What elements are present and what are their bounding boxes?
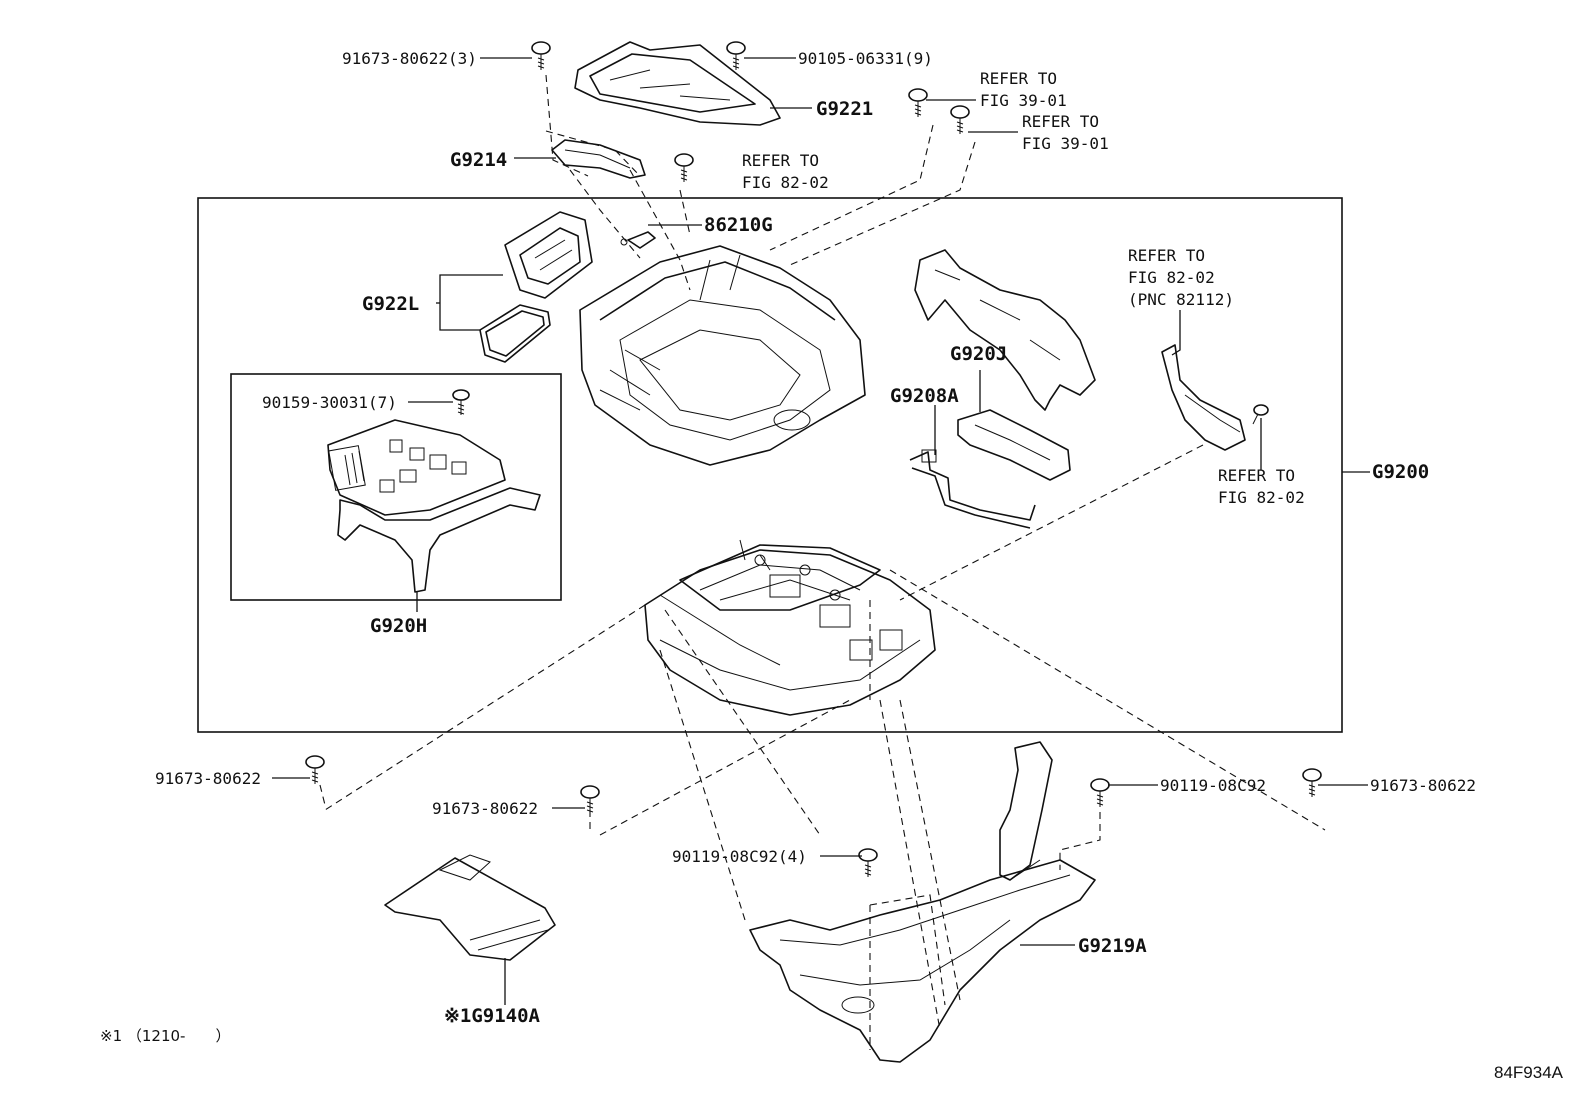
circuit-board-icon-g920h: [327, 419, 541, 593]
label-90119-08c92-4[interactable]: 90119-08C92(4): [672, 847, 807, 866]
refer-fig-82-02-a-line2[interactable]: FIG 82-02: [742, 173, 829, 192]
refer-fig-39-01-b-line2[interactable]: FIG 39-01: [1022, 134, 1109, 153]
cover-icon-g9221: [574, 41, 781, 126]
label-g9221[interactable]: G9221: [816, 98, 873, 120]
label-90159-30031-7[interactable]: 90159-30031(7): [262, 393, 397, 412]
bolt-icon-refer-82a: [674, 153, 694, 182]
label-91673-80622-mid[interactable]: 91673-80622: [432, 799, 538, 818]
labels: 91673-80622(3) 90105-06331(9) G9221 REFE…: [100, 49, 1564, 1082]
bolt-icon-bottom-left: [305, 755, 325, 784]
bracket-icon-g920j-lower: [957, 409, 1071, 481]
refer-fig-82-02-b-line3: (PNC 82112): [1128, 290, 1234, 309]
bolt-icon-90119-right: [1090, 778, 1110, 807]
diagram-code: 84F934A: [1494, 1063, 1564, 1082]
cover-icon-g922l: [504, 211, 593, 299]
label-g9214[interactable]: G9214: [450, 149, 507, 171]
bracket-icon-g9214: [551, 139, 646, 179]
g920h-sub-frame: [230, 373, 562, 601]
bolt-icon-bottom-mid: [580, 785, 600, 814]
bolt-icon-90119-4: [858, 848, 878, 877]
label-g9200[interactable]: G9200: [1372, 461, 1429, 483]
alignment-lines: [319, 74, 1326, 1050]
bolt-icon-refer-39a: [908, 88, 928, 117]
label-90119-08c92[interactable]: 90119-08C92: [1160, 776, 1266, 795]
bolt-icon-top-left: [531, 41, 551, 70]
bolt-icon-refer-82c: [1252, 404, 1269, 425]
wire-harness-icon-g9208a: [909, 449, 1036, 529]
refer-fig-82-02-b-line2[interactable]: FIG 82-02: [1128, 268, 1215, 287]
gasket-icon-g922l: [479, 304, 551, 363]
leader-lines: [272, 57, 1370, 1005]
label-g920h[interactable]: G920H: [370, 615, 427, 637]
inverter-assembly-icon-upper: [579, 245, 866, 466]
label-g922l[interactable]: G922L: [362, 293, 419, 315]
bracket-icon-g920j-upper: [914, 249, 1096, 411]
footnote: ※1 （1210- ）: [100, 1027, 230, 1045]
bolt-icon-refer-39b: [950, 105, 970, 134]
label-91673-80622-3[interactable]: 91673-80622(3): [342, 49, 477, 68]
bolt-icon-top-center: [726, 41, 746, 70]
refer-fig-39-01-a-line2[interactable]: FIG 39-01: [980, 91, 1067, 110]
connector-icon-86210g: [620, 231, 656, 249]
label-g9219a[interactable]: G9219A: [1078, 935, 1147, 957]
label-90105-06331-9[interactable]: 90105-06331(9): [798, 49, 933, 68]
bolt-icon: [305, 41, 1322, 877]
g9200-assembly-frame: [197, 197, 1343, 733]
label-g9208a[interactable]: G9208A: [890, 385, 959, 407]
inverter-assembly-icon-lower: [644, 539, 936, 716]
refer-fig-82-02-c-line1: REFER TO: [1218, 466, 1295, 485]
refer-fig-82-02-a-line1: REFER TO: [742, 151, 819, 170]
sensor-icon-82112: [1161, 344, 1246, 451]
label-g9140a[interactable]: ※1G9140A: [444, 1005, 541, 1027]
bracket-icon-g9219a: [749, 741, 1096, 1063]
bolt-icon-bottom-right: [1302, 768, 1322, 797]
refer-fig-39-01-a-line1: REFER TO: [980, 69, 1057, 88]
label-91673-80622-right[interactable]: 91673-80622: [1370, 776, 1476, 795]
refer-fig-82-02-b-line1: REFER TO: [1128, 246, 1205, 265]
label-86210g[interactable]: 86210G: [704, 214, 773, 236]
refer-fig-82-02-c-line2[interactable]: FIG 82-02: [1218, 488, 1305, 507]
shield-icon-g9140a: [384, 854, 556, 961]
refer-fig-39-01-b-line1: REFER TO: [1022, 112, 1099, 131]
label-91673-80622-left[interactable]: 91673-80622: [155, 769, 261, 788]
bolt-icon-90159: [452, 389, 470, 415]
label-g920j[interactable]: G920J: [950, 343, 1007, 365]
